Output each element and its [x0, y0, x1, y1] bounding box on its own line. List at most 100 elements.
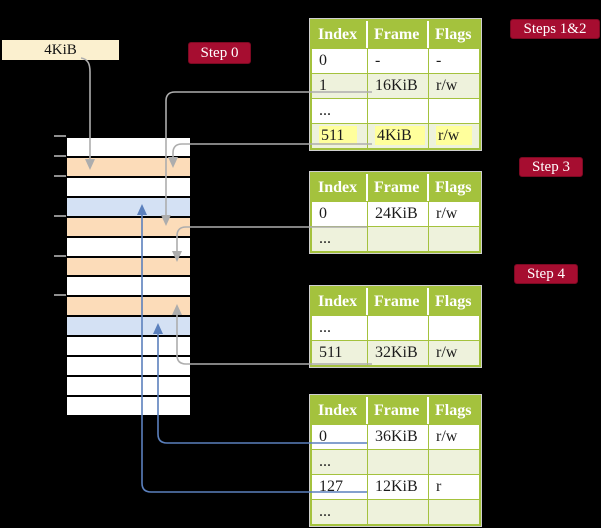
table-cell: r/w — [436, 428, 458, 445]
memory-tick — [54, 215, 66, 217]
memory-row-orange — [67, 297, 190, 318]
root-pointer-label: 4KiB — [44, 41, 77, 58]
table-cell — [368, 316, 429, 340]
table-cell: ... — [312, 500, 368, 524]
column-header: Frame — [368, 397, 429, 424]
table-row: 511 4KiB r/w — [312, 123, 479, 148]
table-cell — [429, 99, 479, 123]
table-cell: 127 — [312, 475, 368, 499]
memory-row-white — [67, 138, 190, 158]
memory-row-white — [67, 177, 190, 198]
column-header: Index — [312, 174, 368, 201]
table-cell — [368, 99, 429, 123]
root-pointer-box: 4KiB — [2, 40, 119, 60]
memory-tick — [54, 175, 66, 177]
memory-stack — [67, 136, 190, 417]
table-cell: - — [368, 49, 429, 73]
table-cell: ... — [312, 316, 368, 340]
column-header: Flags — [435, 179, 472, 196]
table-cell: 36KiB — [368, 425, 429, 449]
table-cell: r/w — [436, 344, 458, 361]
table-cell: 32KiB — [368, 341, 429, 365]
column-header: Frame — [368, 21, 429, 48]
memory-row-orange — [67, 257, 190, 278]
memory-tick — [54, 294, 66, 296]
badge-step-4: Step 4 — [514, 264, 578, 284]
table-cell — [429, 316, 479, 340]
table-cell: 24KiB — [368, 202, 429, 226]
memory-row-white — [67, 277, 190, 298]
badge-step-0: Step 0 — [188, 42, 251, 64]
table-cell: 12KiB — [368, 475, 429, 499]
memory-tick — [54, 135, 66, 137]
memory-row-white — [67, 357, 190, 378]
column-header: Flags — [435, 26, 472, 43]
badge-steps-1-2-label: Steps 1&2 — [523, 20, 587, 37]
table-cell — [429, 500, 479, 524]
table-cell — [368, 500, 429, 524]
badge-step-4-label: Step 4 — [527, 265, 565, 282]
table-row: ... — [312, 449, 479, 474]
highlighted-value: 511 — [319, 126, 358, 145]
memory-row-white — [67, 377, 190, 397]
table-cell: - — [436, 52, 442, 69]
memory-row-white — [67, 237, 190, 258]
column-header: Frame — [368, 174, 429, 201]
table-cell: 511 — [312, 124, 368, 148]
table-cell: r — [436, 478, 442, 495]
memory-row-blue — [67, 317, 190, 338]
memory-row-white — [67, 396, 190, 417]
highlighted-value: 4KiB — [375, 126, 425, 145]
table-cell: ... — [312, 227, 368, 251]
column-header: Index — [312, 288, 368, 315]
memory-row-white — [67, 337, 190, 358]
highlighted-value: r/w — [436, 126, 473, 145]
table-cell — [429, 450, 479, 474]
table-cell: 511 — [312, 341, 368, 365]
table-cell: ... — [312, 99, 368, 123]
column-header: Flags — [435, 293, 472, 310]
badge-step-0-label: Step 0 — [200, 44, 239, 61]
table-row: ... — [312, 226, 479, 251]
memory-tick — [54, 155, 66, 157]
badge-step-3: Step 3 — [519, 157, 583, 177]
table-cell — [368, 227, 429, 251]
table-cell: 1 — [312, 74, 368, 98]
table-cell: 4KiB — [368, 124, 429, 148]
table-row: ... — [312, 315, 479, 340]
table-cell: 0 — [312, 49, 368, 73]
table-row: 0-- — [312, 48, 479, 73]
table-cell: 0 — [312, 202, 368, 226]
table-cell — [429, 227, 479, 251]
table-row: ... — [312, 98, 479, 123]
badge-step-3-label: Step 3 — [532, 158, 570, 175]
column-header: Index — [312, 397, 368, 424]
column-header: Frame — [368, 288, 429, 315]
table-cell: r/w — [429, 124, 479, 148]
memory-tick — [54, 255, 66, 257]
memory-row-orange — [67, 217, 190, 238]
badge-steps-1-2: Steps 1&2 — [510, 19, 600, 39]
column-header: Index — [312, 21, 368, 48]
table-cell — [368, 450, 429, 474]
table-cell: r/w — [436, 77, 458, 94]
table-cell: ... — [312, 450, 368, 474]
memory-row-orange — [67, 157, 190, 178]
column-header: Flags — [435, 402, 472, 419]
table-cell: r/w — [436, 205, 458, 222]
memory-row-blue — [67, 197, 190, 218]
